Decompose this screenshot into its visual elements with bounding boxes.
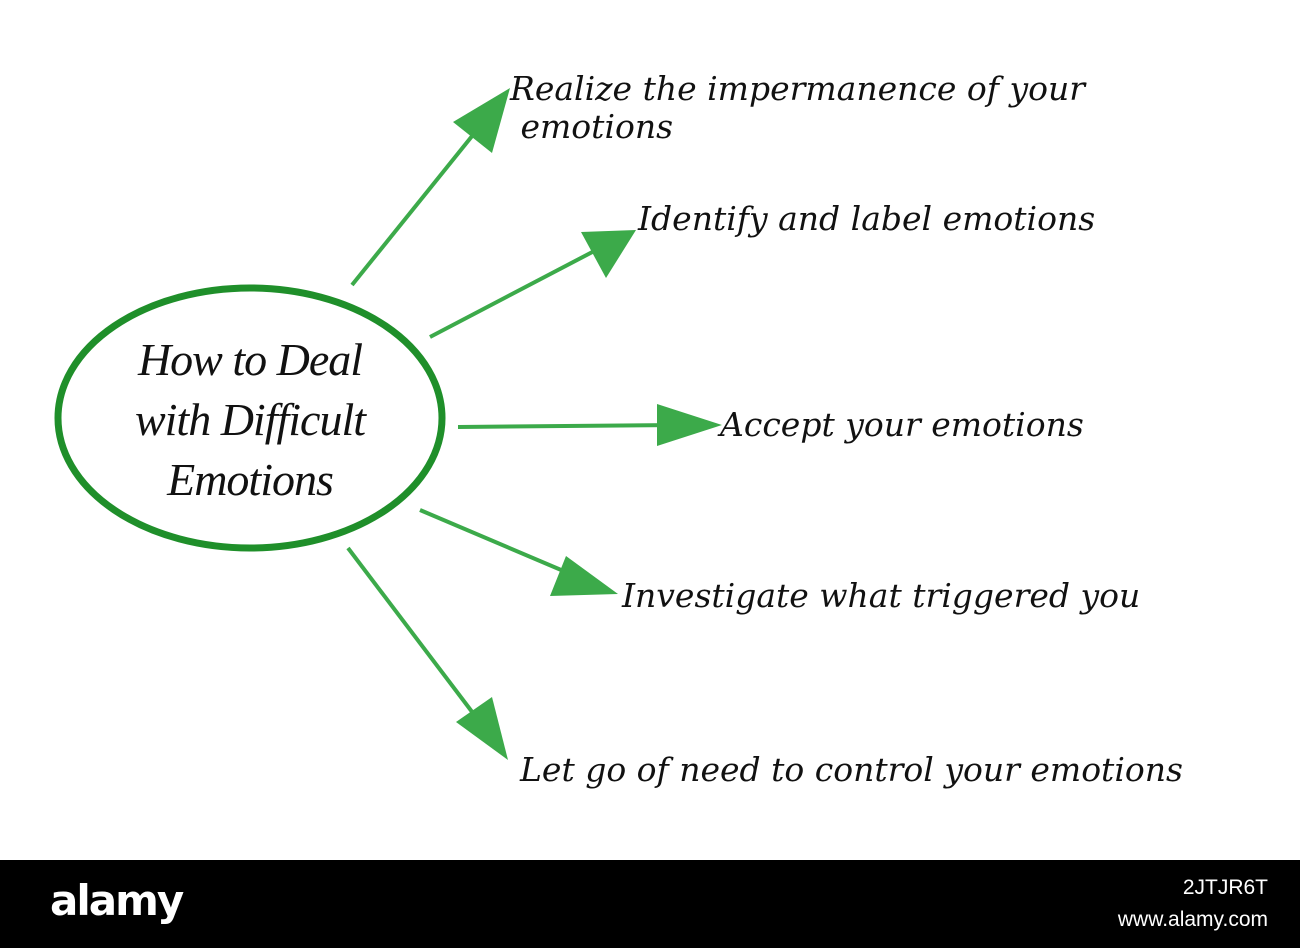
- footer-bar: alamy 2JTJR6T www.alamy.com: [0, 860, 1300, 948]
- item-investigate: Investigate what triggered you: [622, 577, 1140, 615]
- item-identify: Identify and label emotions: [638, 200, 1095, 238]
- item-realize-line-2: emotions: [510, 107, 674, 146]
- item-let-go-line-1: Let go of need to control your emotions: [520, 750, 1183, 789]
- center-title-line-1: How to Deal: [137, 334, 363, 385]
- arrow-4: [419, 508, 618, 596]
- item-realize: Realize the impermanence of your emotion…: [510, 70, 1085, 146]
- arrow-5: [346, 546, 508, 760]
- center-title: How to Deal with Difficult Emotions: [70, 330, 430, 510]
- center-title-line-3: Emotions: [167, 454, 334, 505]
- center-ellipse: [54, 284, 446, 552]
- item-identify-line-1: Identify and label emotions: [638, 199, 1096, 238]
- item-accept: Accept your emotions: [720, 406, 1084, 444]
- item-accept-line-1: Accept your emotions: [720, 405, 1084, 444]
- alamy-logo: alamy: [50, 876, 184, 925]
- item-investigate-line-1: Investigate what triggered you: [622, 576, 1141, 615]
- center-title-line-2: with Difficult: [134, 394, 366, 445]
- diagram-canvas: [54, 88, 722, 760]
- image-id: 2JTJR6T: [1182, 876, 1268, 899]
- item-let-go: Let go of need to control your emotions: [520, 751, 1183, 789]
- arrow-3: [457, 404, 722, 446]
- arrow-2: [429, 230, 636, 339]
- item-realize-line-1: Realize the impermanence of your: [510, 69, 1085, 108]
- site-url: www.alamy.com: [1117, 908, 1268, 931]
- arrow-1: [350, 88, 510, 287]
